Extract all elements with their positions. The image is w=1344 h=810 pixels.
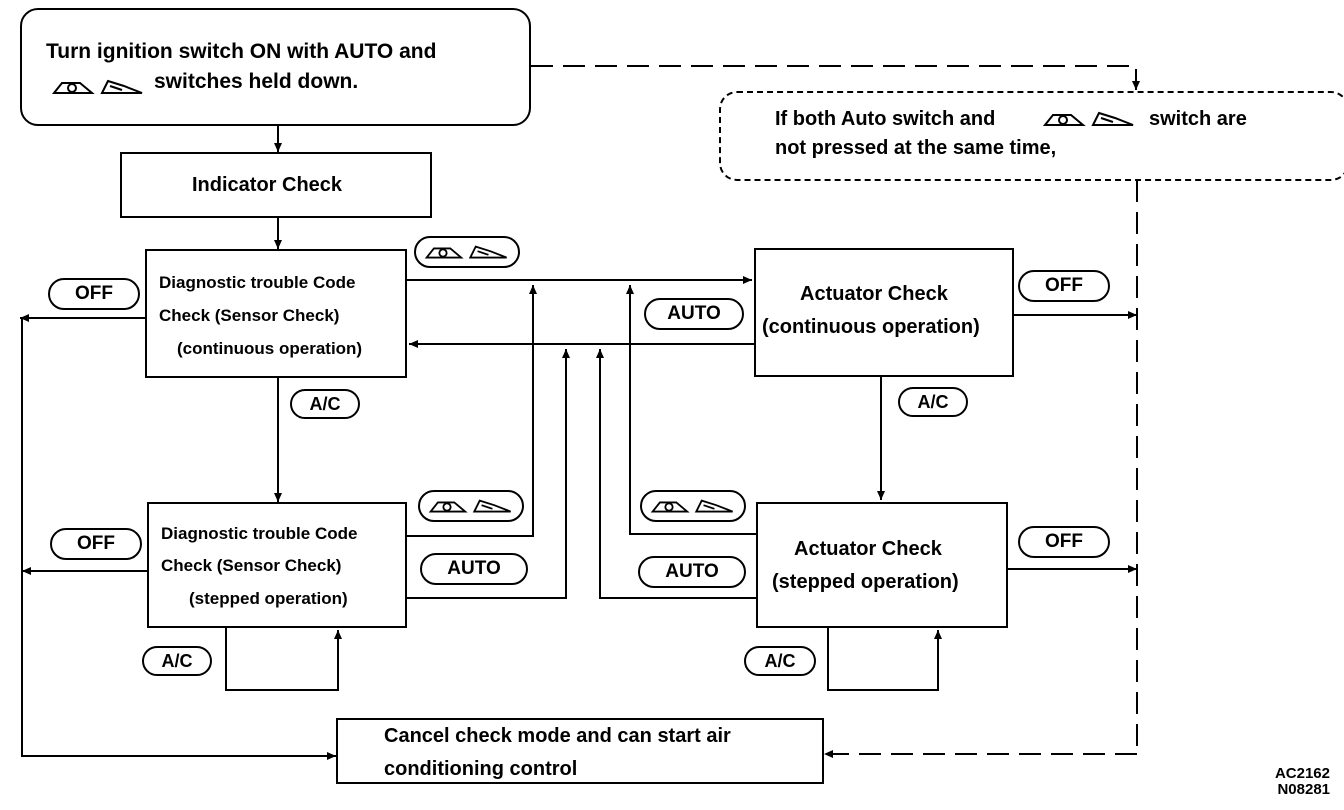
auto-label: AUTO [447, 558, 501, 579]
ac-label: A/C [309, 394, 341, 414]
off-label: OFF [75, 283, 113, 304]
note-line1: If both Auto switch and [775, 108, 996, 130]
arrow-act-step-auto [596, 349, 756, 599]
loop-act-step-ac [827, 628, 942, 691]
note-line2: not pressed at the same time, [775, 137, 1057, 159]
act-step-line1: Actuator Check [794, 538, 942, 560]
fan-switch-icon [428, 499, 511, 513]
fan-switch-pill [418, 490, 524, 522]
auto-label: AUTO [665, 561, 719, 582]
fan-switch-icon [1043, 111, 1134, 126]
fan-switch-pill [414, 236, 520, 268]
off-label: OFF [77, 533, 115, 554]
off-label: OFF [1045, 531, 1083, 552]
ac-button-pill: A/C [744, 646, 816, 676]
dashed-start-to-note [531, 65, 1140, 90]
dtc-cont-line1: Diagnostic trouble Code [159, 273, 356, 292]
arrow-dtc-step-auto [407, 349, 570, 599]
ac-button-pill: A/C [898, 387, 968, 417]
loop-dtc-step-ac [225, 628, 342, 691]
fan-switch-icon [424, 245, 507, 259]
figure-code-line1: AC2162 [1274, 765, 1330, 782]
indicator-check-node: Indicator Check [120, 152, 432, 218]
dtc-step-line2: Check (Sensor Check) [161, 556, 342, 575]
off-button-pill: OFF [50, 528, 142, 560]
auto-label: AUTO [667, 303, 721, 324]
off-label: OFF [1045, 275, 1083, 296]
cancel-line1: Cancel check mode and can start air [384, 725, 731, 747]
figure-code-line2: N08281 [1277, 781, 1330, 798]
act-step-line2: (stepped operation) [772, 571, 959, 593]
auto-button-pill: AUTO [638, 556, 746, 588]
dtc-continuous-node: Diagnostic trouble Code Check (Sensor Ch… [145, 249, 407, 378]
left-off-bus [21, 318, 336, 760]
fan-switch-icon [650, 499, 733, 513]
dtc-cont-line2: Check (Sensor Check) [159, 306, 340, 325]
start-line1: Turn ignition switch ON with AUTO and [46, 40, 437, 63]
act-cont-line2: (continuous operation) [762, 316, 980, 338]
off-button-pill: OFF [1018, 526, 1110, 558]
ac-label: A/C [764, 651, 796, 671]
start-line2: switches held down. [154, 70, 359, 93]
ac-label: A/C [161, 651, 193, 671]
note-node: If both Auto switch and switch are not p… [719, 91, 1344, 181]
indicator-label: Indicator Check [192, 174, 343, 196]
fan-switch-icon [52, 79, 143, 94]
arrow-dtc-step-fan [407, 285, 537, 537]
arrow-act-step-fan [626, 285, 756, 535]
auto-button-pill: AUTO [420, 553, 528, 585]
fan-switch-pill [640, 490, 746, 522]
actuator-stepped-node: Actuator Check (stepped operation) [756, 502, 1008, 628]
ac-label: A/C [917, 392, 949, 412]
off-button-pill: OFF [48, 278, 140, 310]
auto-button-pill: AUTO [644, 298, 744, 330]
off-button-pill: OFF [1018, 270, 1110, 302]
cancel-check-node: Cancel check mode and can start air cond… [336, 718, 824, 784]
cancel-line2: conditioning control [384, 758, 578, 780]
ac-button-pill: A/C [290, 389, 360, 419]
dtc-step-line1: Diagnostic trouble Code [161, 524, 358, 543]
actuator-continuous-node: Actuator Check (continuous operation) [754, 248, 1014, 377]
dtc-cont-line3: (continuous operation) [177, 339, 363, 358]
figure-code: AC2162 N08281 [1275, 766, 1330, 798]
ac-button-pill: A/C [142, 646, 212, 676]
dtc-step-line3: (stepped operation) [189, 589, 348, 608]
act-cont-line1: Actuator Check [800, 283, 948, 305]
note-line1b: switch are [1149, 108, 1247, 130]
start-node: Turn ignition switch ON with AUTO and sw… [20, 8, 531, 126]
dtc-stepped-node: Diagnostic trouble Code Check (Sensor Ch… [147, 502, 407, 628]
